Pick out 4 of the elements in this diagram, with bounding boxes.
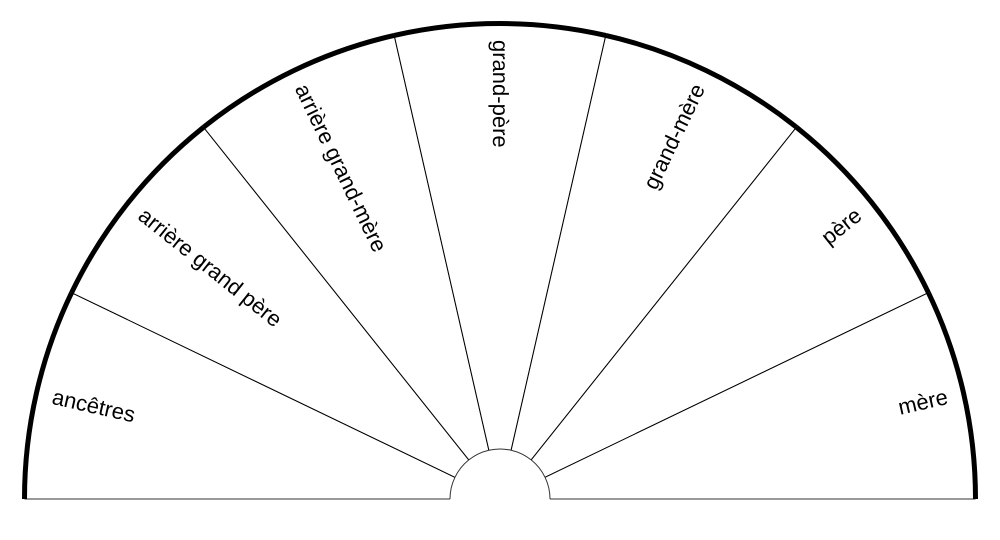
sector-label: ancêtres: [50, 385, 138, 428]
sector-label: mère: [896, 385, 950, 420]
sector-label: père: [816, 203, 866, 250]
sector-label: grand-père: [488, 40, 512, 148]
